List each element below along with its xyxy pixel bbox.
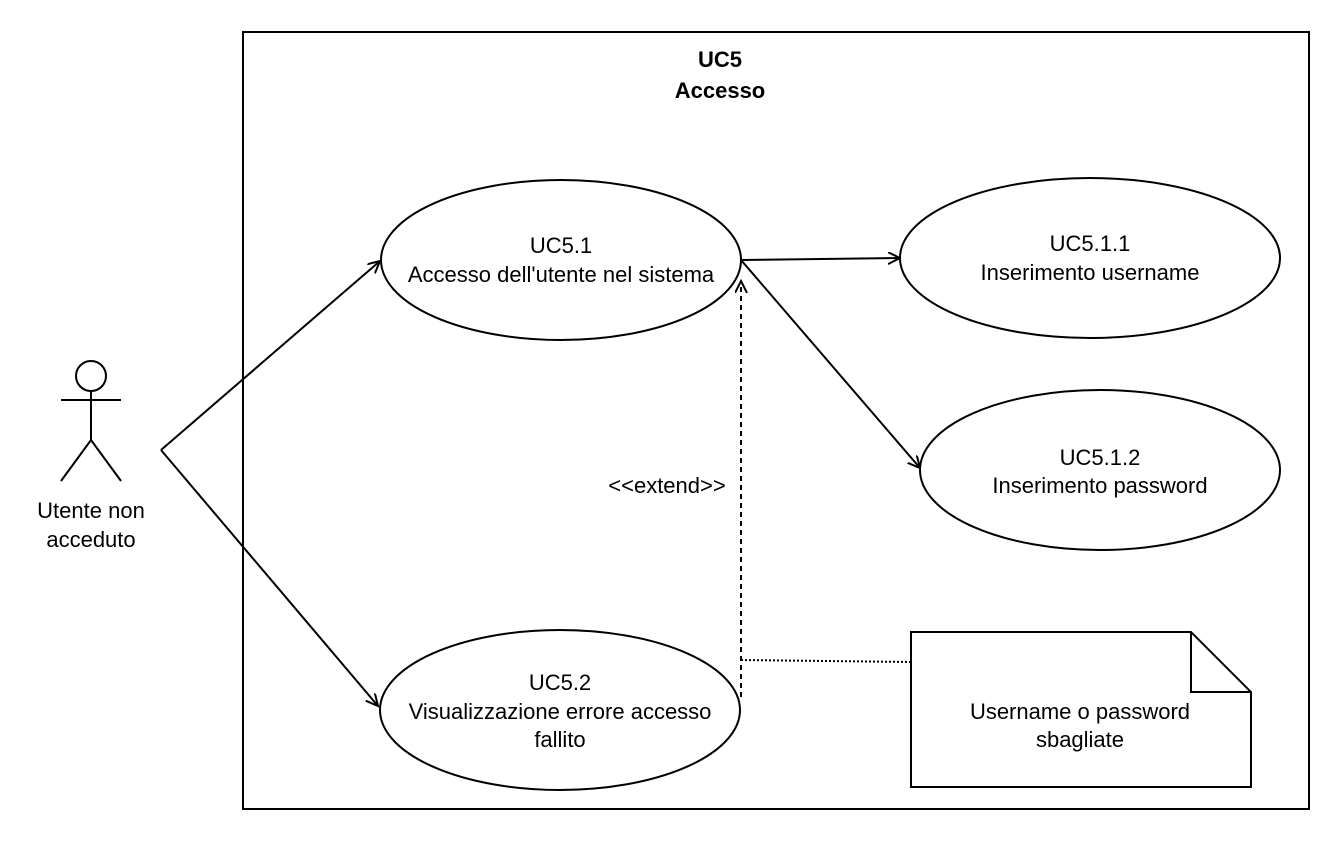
actor-label-line2: acceduto (46, 527, 135, 552)
association-actor-uc52 (160, 449, 378, 706)
system-name: Accesso (675, 78, 766, 103)
uc5-1-1-name: Inserimento username (981, 260, 1200, 285)
uc5-1-1-id: UC5.1.1 (1050, 231, 1131, 256)
use-case-uc5-1-2[interactable] (919, 389, 1281, 551)
note-text-line1: Username o password (970, 699, 1190, 724)
uc5-1-id: UC5.1 (530, 233, 592, 258)
uc5-1-name: Accesso dell'utente nel sistema (408, 262, 715, 287)
note-text-line2: sbagliate (1036, 727, 1124, 752)
note-connector (740, 659, 912, 663)
actor-figure (60, 360, 122, 482)
use-case-uc5-2[interactable] (379, 629, 741, 791)
system-id: UC5 (698, 47, 742, 72)
uc5-2-name-line2: fallito (534, 727, 585, 752)
actor-left-leg (60, 439, 92, 482)
uc5-1-2-id: UC5.1.2 (1060, 445, 1141, 470)
uc5-2-id: UC5.2 (529, 670, 591, 695)
use-case-uc5-1[interactable] (380, 179, 742, 341)
note (910, 631, 1252, 788)
use-case-uc5-1-1[interactable] (899, 177, 1281, 339)
note-folded-corner (1190, 632, 1251, 693)
extend-label: <<extend>> (608, 473, 725, 498)
actor-label-line1: Utente non (37, 498, 145, 523)
actor-right-leg (90, 439, 122, 482)
association-actor-uc51 (160, 261, 380, 451)
uc5-2-name-line1: Visualizzazione errore accesso (409, 699, 712, 724)
note-body (910, 631, 1252, 788)
uc5-1-2-name: Inserimento password (992, 473, 1207, 498)
association-uc51-uc512 (740, 259, 920, 468)
actor-head (75, 360, 107, 392)
association-uc51-uc511 (740, 258, 900, 260)
